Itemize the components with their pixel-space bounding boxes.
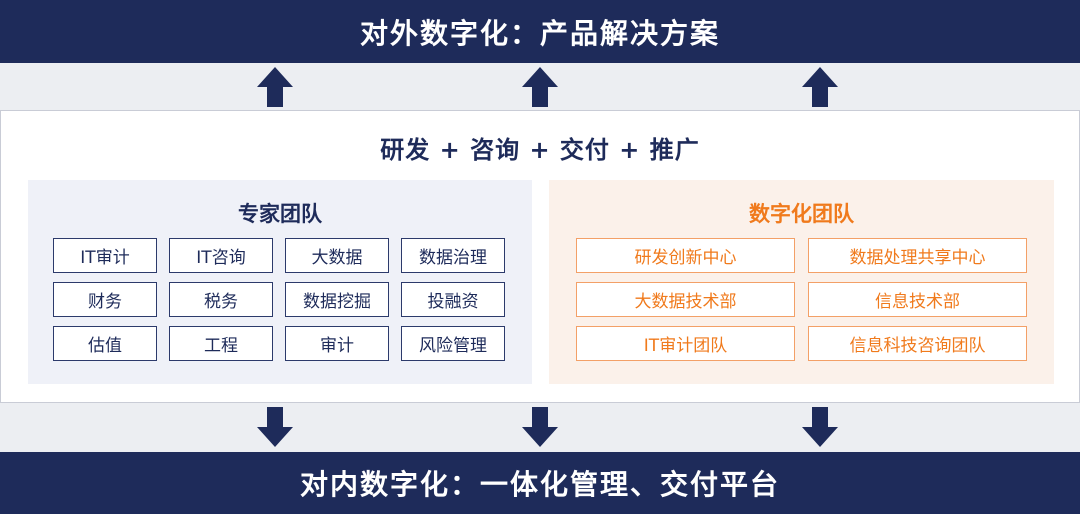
expert-tag-tax: 税务: [169, 282, 273, 317]
digital-tag-it-audit-team: IT审计团队: [576, 326, 795, 361]
bottom-banner: 对内数字化：一体化管理、交付平台: [0, 452, 1080, 514]
digital-tag-big-data-tech-dept: 大数据技术部: [576, 282, 795, 317]
expert-tag-it-consulting: IT咨询: [169, 238, 273, 273]
expert-tag-risk-management: 风险管理: [401, 326, 505, 361]
expert-tag-it-audit: IT审计: [53, 238, 157, 273]
expert-tag-audit: 审计: [285, 326, 389, 361]
digital-tag-data-shared-service-center: 数据处理共享中心: [808, 238, 1027, 273]
bottom-banner-text: 对内数字化：一体化管理、交付平台: [299, 468, 780, 501]
arrow-down-icon: [802, 407, 838, 447]
arrow-down-icon: [257, 407, 293, 447]
digital-tag-it-dept: 信息技术部: [808, 282, 1027, 317]
core-title: 研发 + 咨询 + 交付 + 推广: [380, 136, 700, 164]
expert-team-panel: 专家团队 IT审计 IT咨询 大数据 数据治理 财务 税务 数据挖掘 投融资 估…: [28, 180, 532, 384]
expert-tag-data-governance: 数据治理: [401, 238, 505, 273]
top-banner-text: 对外数字化：产品解决方案: [359, 16, 720, 50]
arrow-up-icon: [257, 67, 293, 107]
top-banner: 对外数字化：产品解决方案: [0, 0, 1080, 63]
digital-tag-rd-innovation-center: 研发创新中心: [576, 238, 795, 273]
expert-tag-investment-financing: 投融资: [401, 282, 505, 317]
expert-team-title: 专家团队: [238, 202, 322, 226]
arrow-up-icon: [522, 67, 558, 107]
digital-team-title: 数字化团队: [749, 202, 854, 226]
expert-tag-data-mining: 数据挖掘: [285, 282, 389, 317]
expert-tag-valuation: 估值: [53, 326, 157, 361]
expert-tag-big-data: 大数据: [285, 238, 389, 273]
expert-tag-engineering: 工程: [169, 326, 273, 361]
arrow-down-icon: [522, 407, 558, 447]
expert-team-grid: IT审计 IT咨询 大数据 数据治理 财务 税务 数据挖掘 投融资 估值 工程 …: [53, 238, 505, 361]
digital-team-panel: 数字化团队 研发创新中心 数据处理共享中心 大数据技术部 信息技术部 IT审计团…: [549, 180, 1054, 384]
expert-tag-finance: 财务: [53, 282, 157, 317]
digital-tag-it-consulting-team: 信息科技咨询团队: [808, 326, 1027, 361]
arrow-up-icon: [802, 67, 838, 107]
digital-team-grid: 研发创新中心 数据处理共享中心 大数据技术部 信息技术部 IT审计团队 信息科技…: [576, 238, 1027, 361]
